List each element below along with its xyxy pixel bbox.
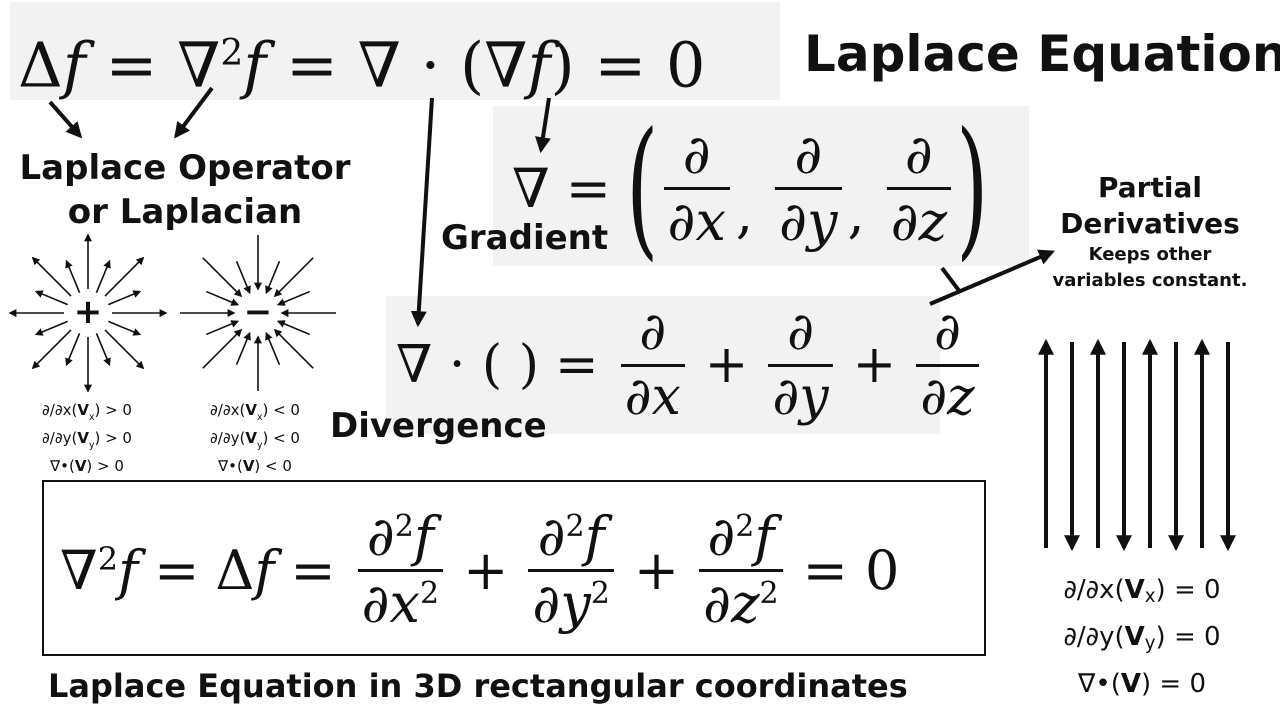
- laplace-operator-line1: Laplace Operator: [19, 148, 351, 188]
- source-field-arrow: [34, 320, 68, 336]
- source-field-arrow: [31, 256, 72, 297]
- arrow-delta-to-operator: [48, 100, 83, 139]
- laplace-3d-equation: ∇2f= Δf= ∂2f∂x2 + ∂2f∂y2 + ∂2f∂z2 = 0: [60, 505, 900, 635]
- gradient-label: Gradient: [441, 218, 609, 258]
- source-field-arrow: [65, 333, 81, 367]
- zero-note-dy: ∂/∂y(Vy) = 0: [1063, 622, 1221, 654]
- source-note-dx: ∂/∂x(Vx) > 0: [42, 401, 132, 423]
- sink-field-arrow: [276, 290, 311, 306]
- sink-field-arrow: [273, 328, 314, 369]
- sink-note-dx: ∂/∂x(Vx) < 0: [210, 401, 300, 423]
- partial-note1: Keeps other: [1088, 244, 1212, 265]
- laplace-equation-top: Δf = ∇2f = ∇ · (∇f) = 0: [18, 28, 706, 102]
- arrow-nabla-to-divergence: [410, 97, 434, 328]
- sink-notes: ∂/∂x(Vx) < 0 ∂/∂y(Vy) < 0 ∇•(V) < 0: [180, 400, 330, 477]
- sink-field-arrow: [273, 257, 314, 298]
- top-equation-panel: [10, 2, 780, 100]
- source-field-arrow: [34, 290, 68, 306]
- sink-note-div: ∇•(V) < 0: [218, 457, 292, 475]
- source-field-arrow: [65, 259, 81, 293]
- sink-field-arrow: [265, 260, 281, 295]
- sink-field-arrow: [235, 331, 251, 366]
- source-field-arrow: [31, 329, 72, 370]
- bottom-caption: Laplace Equation in 3D rectangular coord…: [48, 667, 908, 705]
- sink-field-arrow: [276, 320, 311, 336]
- sink-note-dy: ∂/∂y(Vy) < 0: [210, 429, 300, 451]
- arrow-nabla2-to-operator: [174, 86, 214, 139]
- sink-field-arrows: [180, 235, 336, 391]
- source-note-div: ∇•(V) > 0: [50, 457, 124, 475]
- sink-field-arrow: [265, 331, 281, 366]
- sink-field-arrow: [205, 320, 240, 336]
- laplace-3d-equation-box: [42, 480, 986, 656]
- laplace-operator-line2: or Laplacian: [67, 192, 303, 232]
- source-field-arrow: [108, 320, 142, 336]
- sink-field-arrow: [202, 257, 243, 298]
- source-field-arrow: [104, 256, 145, 297]
- gradient-definition: ∇= ( ∂∂x, ∂∂y, ∂∂z ): [512, 101, 989, 275]
- source-field-arrows: [8, 233, 168, 393]
- zero-note-dx: ∂/∂x(Vx) = 0: [1063, 575, 1221, 607]
- source-field-arrow: [104, 329, 145, 370]
- zero-note-div: ∇•(V) = 0: [1078, 669, 1206, 699]
- partial-line2: Derivatives: [1060, 207, 1240, 240]
- source-notes: ∂/∂x(Vx) > 0 ∂/∂y(Vy) > 0 ∇•(V) > 0: [12, 400, 162, 477]
- gradient-panel: [493, 106, 1029, 266]
- zero-divergence-flow-arrows: [1038, 338, 1236, 552]
- sink-field-arrow: [235, 260, 251, 295]
- source-note-dy: ∂/∂y(Vy) > 0: [42, 429, 132, 451]
- zero-notes: ∂/∂x(Vx) = 0 ∂/∂y(Vy) = 0 ∇•(V) = 0: [1032, 570, 1252, 704]
- partial-line1: Partial: [1098, 171, 1202, 204]
- partial-derivatives-label: Partial Derivatives Keeps other variable…: [1040, 170, 1260, 294]
- sink-field-arrow: [202, 328, 243, 369]
- partial-note2: variables constant.: [1052, 270, 1248, 291]
- source-field-arrow: [95, 259, 111, 293]
- arrow-to-partial-derivatives: [929, 249, 1055, 306]
- sink-minus-symbol: −: [243, 292, 273, 332]
- page-title: Laplace Equation: [804, 25, 1280, 83]
- source-field-arrow: [95, 333, 111, 367]
- divergence-label: Divergence: [330, 406, 547, 446]
- sink-field-arrow: [205, 290, 240, 306]
- divergence-definition: ∇ · ( )= ∂∂x + ∂∂y + ∂∂z: [396, 300, 985, 430]
- source-field-arrow: [108, 290, 142, 306]
- arrow-nabla-to-gradient: [535, 97, 551, 154]
- laplace-operator-label: Laplace Operator or Laplacian: [10, 146, 360, 234]
- partial-tick: [940, 266, 962, 294]
- source-plus-symbol: +: [73, 292, 103, 332]
